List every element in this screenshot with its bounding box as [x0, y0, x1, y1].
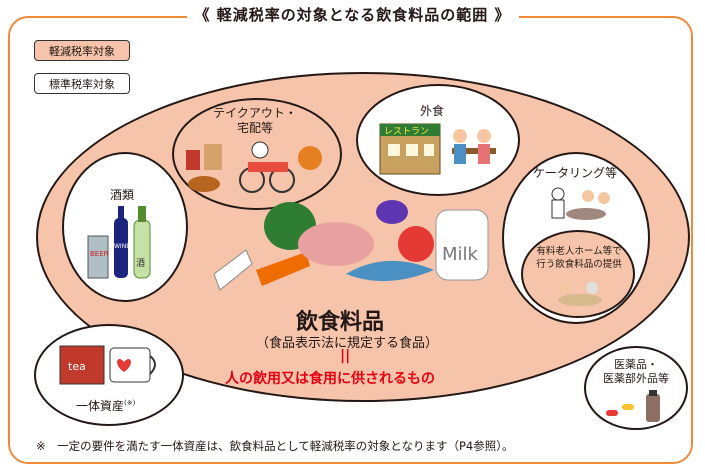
alcohol-label: 酒類: [110, 188, 135, 202]
nursing-home-label: 有料老人ホーム等で 行う飲食料品の提供: [536, 246, 622, 270]
bundled-note-mark: (※): [124, 399, 136, 407]
food-beverage-title: 飲食料品: [296, 310, 385, 335]
medicine-label: 医薬品・ 医薬部外品等: [603, 358, 669, 385]
bundled-label-text: 一体資産: [76, 399, 125, 413]
legend-reduced: 軽減税率対象: [34, 40, 130, 61]
wine-text: WINE: [114, 243, 130, 250]
takeout-illustration: [186, 141, 322, 193]
restaurant-illustration: レストラン: [379, 123, 496, 175]
bundled-circle: [34, 324, 184, 426]
food-beverage-subtitle: （食品表示法に規定する食品）: [256, 336, 439, 351]
catering-label: ケータリング等: [533, 166, 618, 180]
medicine-circle: [584, 346, 688, 430]
takeout-label: テイクアウト・ 宅配等: [213, 106, 297, 135]
bundled-illustration: tea: [59, 345, 156, 385]
page-title: 《 軽減税率の対象となる飲食料品の範囲 》: [0, 4, 705, 25]
medicine-illustration: [606, 390, 660, 422]
title-text: 《 軽減税率の対象となる飲食料品の範囲 》: [186, 6, 519, 24]
food-illustration: Milk: [213, 200, 489, 291]
food-beverage-definition: 人の飲用又は食用に供されるもの: [225, 371, 435, 387]
footnote: ※ 一定の要件を満たす一体資産は、飲食料品として軽減税率の対象となります（P4参…: [36, 439, 514, 453]
milk-text: Milk: [442, 244, 479, 265]
catering-illustration: [551, 187, 610, 220]
tea-text: tea: [68, 360, 86, 373]
beer-text: BEER: [90, 250, 109, 258]
restaurant-sign-text: レストラン: [384, 126, 429, 137]
bundled-label: 一体資産(※): [76, 396, 135, 414]
eatout-label: 外食: [420, 104, 445, 118]
sake-text: 酒: [136, 258, 145, 269]
nursing-home-illustration: [558, 282, 602, 306]
equals-mark: ||: [340, 348, 351, 364]
legend-standard: 標準税率対象: [34, 73, 130, 94]
alcohol-illustration: BEER WINE 酒: [87, 206, 151, 279]
